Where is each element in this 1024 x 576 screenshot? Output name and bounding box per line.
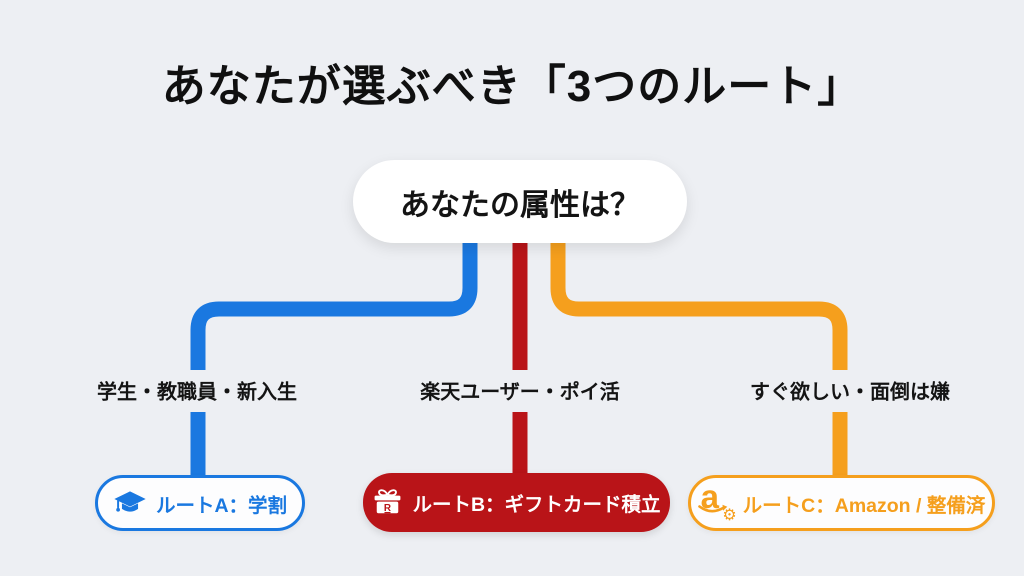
route-c-connector-line [550, 236, 848, 478]
decision-node: あなたの属性は？ [353, 160, 687, 243]
route-a-connector-line [190, 236, 478, 478]
condition-label-route-c: すぐ欲しい・面倒は嫌 [750, 381, 950, 404]
amazon-a-letter: a [700, 478, 720, 515]
rakuten-gift-icon: R [372, 487, 403, 518]
condition-label-route-b: 楽天ユーザー・ポイ活 [420, 381, 620, 404]
route-a-box: ルートA：学割 [95, 475, 305, 531]
rakuten-r-underline [384, 511, 391, 514]
graduation-cap-icon [113, 490, 147, 517]
page-title: あなたが選ぶべき「3つのルート」 [161, 62, 863, 111]
route-b-box: R ルートB：ギフトカード積立 [363, 473, 670, 532]
amazon-a-icon: a ⚙ [697, 478, 737, 524]
condition-label-route-a: 学生・教職員・新入生 [97, 381, 297, 404]
gear-icon: ⚙ [722, 507, 737, 524]
rakuten-r-letter: R [384, 503, 391, 514]
amazon-smile-arrow [697, 504, 727, 513]
decision-node-label: あなたの属性は？ [400, 188, 640, 222]
route-b-label: ルートB：ギフトカード積立 [412, 494, 661, 516]
route-a-label: ルートA：学割 [155, 494, 288, 517]
route-c-box: a ⚙ ルートC：Amazon / 整備済 [688, 475, 995, 531]
route-c-label: ルートC：Amazon / 整備済 [742, 494, 986, 517]
